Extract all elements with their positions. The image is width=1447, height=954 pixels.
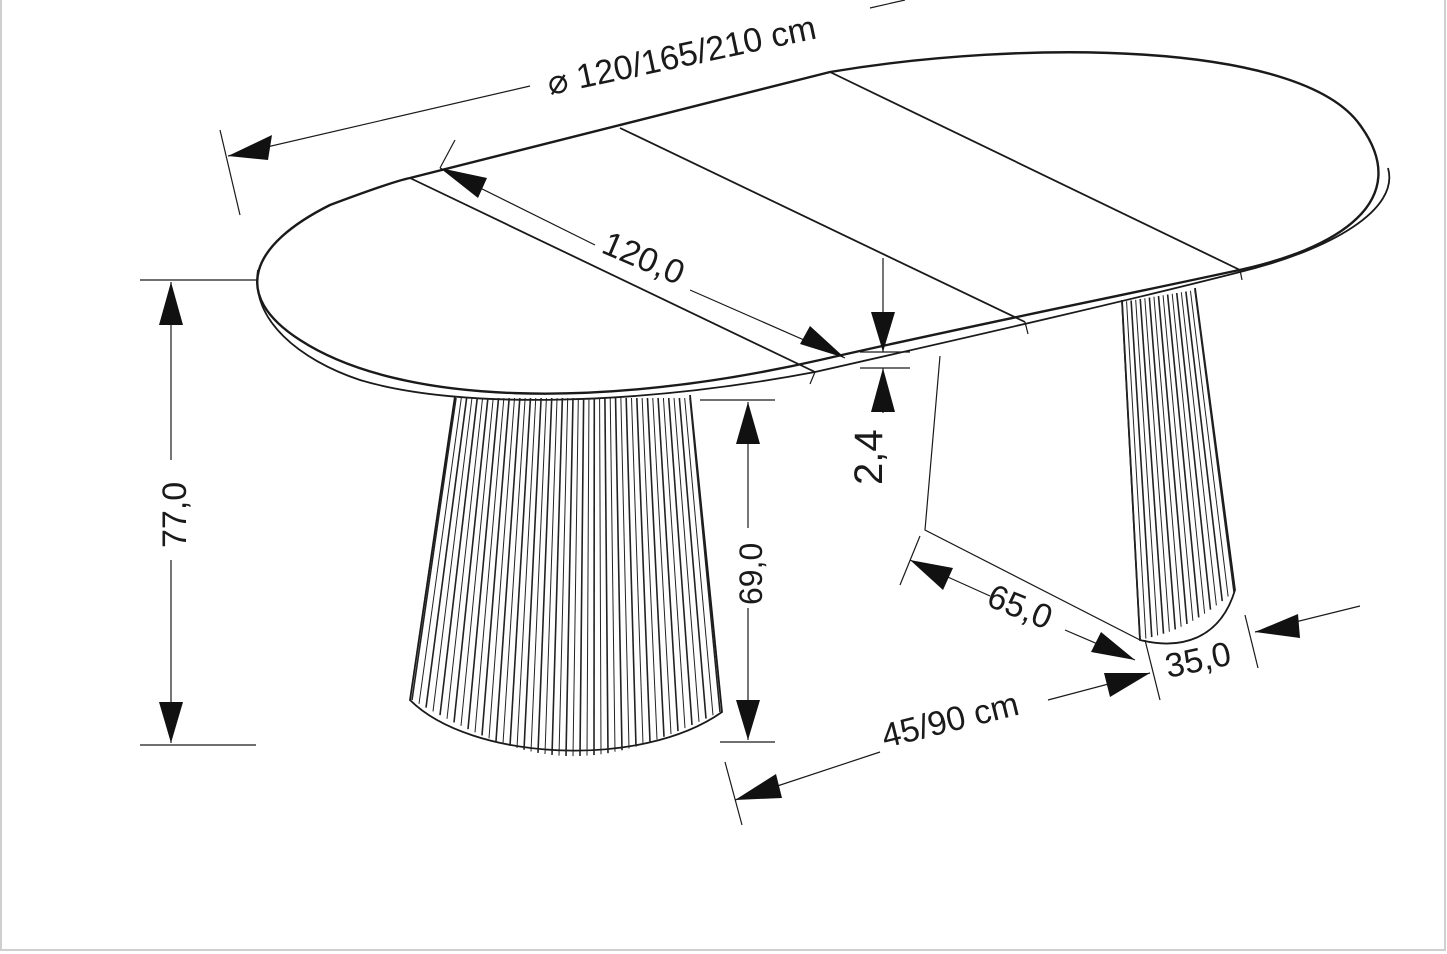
flute-line — [453, 397, 489, 723]
right-pedestal — [1121, 287, 1236, 645]
flute-line — [1148, 297, 1177, 630]
flute-line — [604, 397, 609, 754]
dim-height-total: 77,0 — [140, 279, 258, 746]
flute-line — [544, 397, 558, 755]
hidden-rail — [924, 355, 1141, 641]
dim-top-length: 120,0 — [439, 139, 846, 359]
flute-line — [1180, 292, 1217, 606]
flute-line — [599, 397, 602, 755]
flute-line — [1126, 301, 1147, 639]
flute-line — [502, 397, 526, 744]
flute-line — [1130, 300, 1153, 638]
flute-line — [467, 397, 500, 730]
flute-line — [1175, 292, 1212, 610]
flute-line — [460, 397, 494, 726]
flute-line — [631, 397, 644, 745]
flute-line — [673, 397, 700, 722]
flute-line — [662, 397, 686, 729]
flute-line — [523, 397, 542, 750]
flute-line — [579, 397, 585, 757]
flute-line — [1153, 296, 1182, 627]
label-top-thickness: 2,4 — [847, 429, 891, 485]
flute-line — [689, 397, 721, 713]
flute-line — [411, 397, 457, 701]
flute-line — [678, 397, 707, 719]
flute-line — [1162, 295, 1194, 621]
dim-height-leg: 69,0 — [700, 399, 775, 743]
flute-line — [609, 397, 616, 752]
flute-line — [516, 397, 537, 749]
flute-line — [509, 397, 532, 746]
flute-line — [481, 397, 510, 736]
flute-line — [1194, 289, 1235, 593]
flute-line — [636, 397, 651, 743]
left-pedestal — [409, 394, 723, 757]
table-top — [256, 51, 1391, 401]
flute-line — [652, 397, 672, 735]
label-leg-spacing: 65,0 — [982, 577, 1058, 637]
dim-diameter: ⌀ 120/165/210 cm — [219, 0, 906, 216]
flute-line — [1171, 293, 1206, 614]
flute-line — [572, 397, 579, 757]
dim-leg-depth: 35,0 — [1144, 605, 1361, 701]
flute-line — [537, 397, 553, 753]
flute-line — [614, 397, 623, 751]
flute-line — [488, 397, 515, 739]
flute-line — [620, 397, 630, 749]
flute-line — [641, 397, 658, 740]
flute-line — [646, 397, 665, 737]
flute-line — [1157, 295, 1188, 625]
flute-line — [418, 397, 462, 704]
dim-leg-spacing: 65,0 — [899, 535, 1136, 661]
flute-line — [1185, 291, 1224, 602]
flute-line — [425, 397, 468, 708]
label-height-total: 77,0 — [156, 482, 194, 548]
flute-line — [551, 397, 564, 755]
dim-leg-offset: 45/90 cm — [724, 672, 1151, 826]
flute-line — [586, 397, 590, 756]
flute-line — [432, 397, 473, 712]
flute-line — [495, 397, 521, 742]
flute-line — [565, 397, 574, 757]
label-height-leg: 69,0 — [733, 543, 769, 605]
flute-line — [657, 397, 679, 732]
flute-line — [1139, 298, 1165, 634]
flute-line — [1189, 290, 1229, 597]
flute-line — [667, 397, 693, 726]
label-leg-offset: 45/90 cm — [878, 685, 1023, 756]
flute-line — [474, 397, 505, 733]
flute-line — [1144, 298, 1170, 632]
left-pedestal-flutes — [411, 397, 721, 757]
label-top-length: 120,0 — [597, 224, 690, 292]
flute-line — [1135, 299, 1159, 636]
flute-line — [446, 397, 484, 719]
flute-line — [530, 397, 547, 752]
flute-line — [625, 397, 637, 747]
flute-line — [1166, 294, 1200, 618]
right-pedestal-flutes — [1121, 289, 1235, 641]
dim-top-thickness: 2,4 — [847, 258, 910, 485]
flute-line — [684, 397, 714, 716]
flute-line — [1121, 301, 1141, 641]
flute-line — [439, 397, 479, 716]
label-diameter: ⌀ 120/165/210 cm — [544, 9, 820, 103]
flute-line — [558, 397, 569, 756]
